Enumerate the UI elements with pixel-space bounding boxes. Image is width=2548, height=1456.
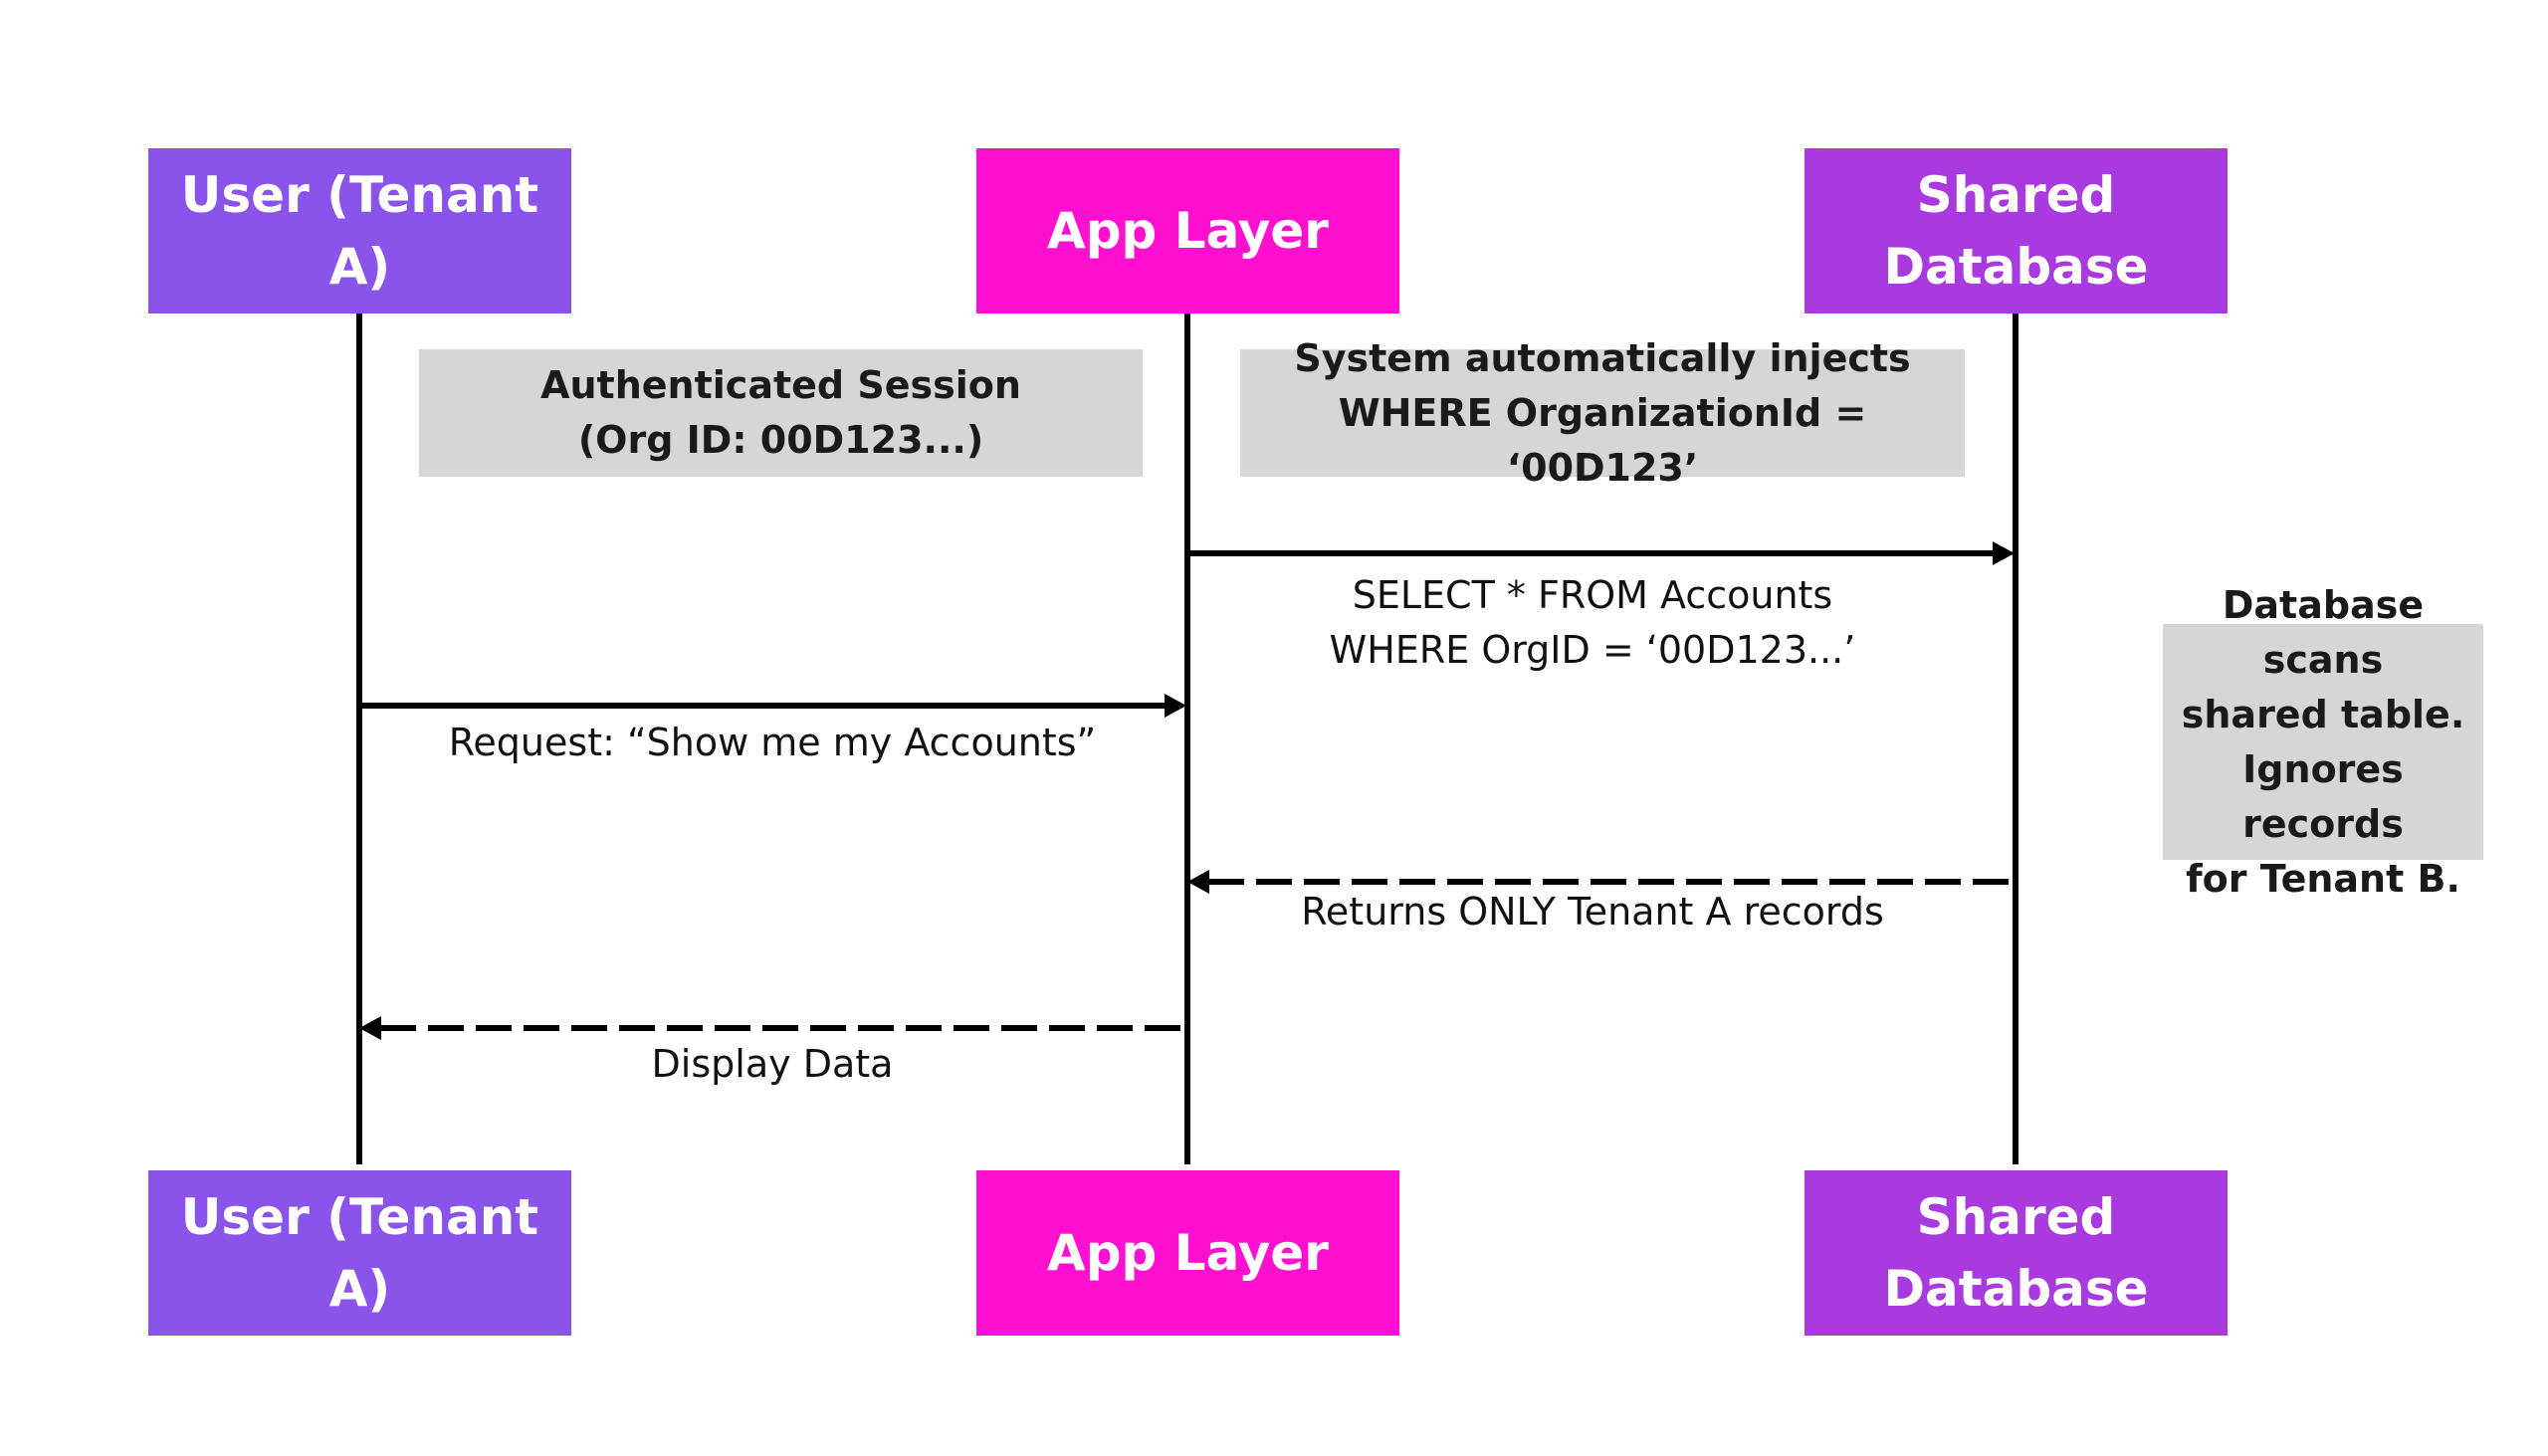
message-request-line: [359, 703, 1169, 709]
participant-db-bottom: Shared Database: [1805, 1170, 2228, 1336]
message-display-arrowhead: [359, 1016, 381, 1040]
note-inject-line2: WHERE OrganizationId = ‘00D123’: [1338, 390, 1867, 490]
note-session-line1: Authenticated Session: [540, 363, 1021, 407]
lifeline-db: [2013, 309, 2018, 1164]
note-system-injects: System automatically injects WHERE Organ…: [1240, 336, 1965, 490]
message-request-arrowhead: [1165, 694, 1186, 718]
message-query-line: [1187, 550, 1998, 556]
participant-db-label-line1: Shared: [1916, 166, 2116, 224]
participant-db-label-line2: Database: [1883, 1260, 2149, 1318]
lifeline-app: [1184, 309, 1190, 1164]
lifeline-user: [356, 309, 362, 1164]
message-query-line1: SELECT * FROM Accounts: [1352, 573, 1833, 617]
participant-user-top: User (Tenant A): [148, 148, 571, 313]
participant-user-label: User (Tenant A): [180, 166, 539, 296]
note-inject-line1: System automatically injects: [1294, 335, 1911, 380]
note-database-scans: Database scans shared table. Ignores rec…: [2163, 583, 2483, 901]
message-display-label: Display Data: [651, 1042, 894, 1086]
participant-app-label: App Layer: [1047, 202, 1329, 260]
note-scan-line2: shared table.: [2181, 692, 2465, 736]
participant-db-label-line2: Database: [1883, 238, 2149, 296]
participant-app-label: App Layer: [1047, 1224, 1329, 1282]
message-returns-label: Returns ONLY Tenant A records: [1301, 890, 1884, 934]
participant-user-bottom: User (Tenant A): [148, 1170, 571, 1336]
message-query-label: SELECT * FROM Accounts WHERE OrgID = ‘00…: [1284, 568, 1901, 678]
note-scan-line1: Database scans: [2222, 582, 2425, 682]
participant-app-bottom: App Layer: [976, 1170, 1399, 1336]
participant-db-label: Shared Database: [1805, 159, 2228, 303]
participant-user-label: User (Tenant A): [180, 1188, 539, 1318]
participant-app-top: App Layer: [976, 148, 1399, 313]
message-request-label: Request: “Show me my Accounts”: [448, 721, 1097, 764]
message-display-line: [380, 1025, 1187, 1031]
message-returns-line: [1208, 879, 2016, 885]
participant-db-top: Shared Database: [1805, 148, 2228, 313]
participant-db-label: Shared Database: [1805, 1181, 2228, 1325]
participant-db-label-line1: Shared: [1916, 1188, 2116, 1246]
message-query-line2: WHERE OrgID = ‘00D123...’: [1329, 628, 1856, 672]
note-authenticated-session: Authenticated Session (Org ID: 00D123...…: [419, 349, 1143, 477]
note-scan-line3: Ignores records: [2242, 746, 2404, 846]
note-session-line2: (Org ID: 00D123...): [577, 418, 984, 462]
note-scan-line4: for Tenant B.: [2186, 856, 2460, 901]
message-returns-arrowhead: [1187, 870, 1209, 894]
message-query-arrowhead: [1993, 541, 2015, 565]
